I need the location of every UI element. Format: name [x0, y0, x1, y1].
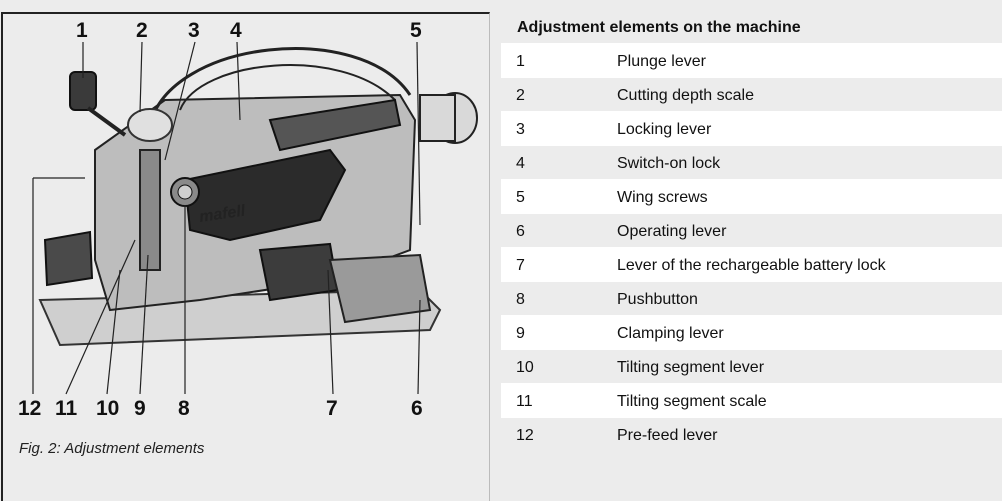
table-row: 11 Tilting segment scale — [501, 383, 1002, 417]
table-rows: 1 Plunge lever 2 Cutting depth scale 3 Lock… — [501, 43, 1002, 451]
figure-caption: Fig. 2: Adjustment elements — [19, 440, 205, 457]
row-label: Tilting segment scale — [617, 393, 767, 410]
callout-label: 11 — [55, 397, 78, 420]
callout-label: 7 — [326, 397, 338, 420]
table-row: 4 Switch-on lock — [501, 145, 1002, 179]
row-number: 2 — [516, 87, 525, 104]
table-header-text: Adjustment elements on the machine — [517, 19, 801, 36]
row-label: Switch-on lock — [617, 155, 721, 172]
table-row: 7 Lever of the rechargeable battery lock — [501, 247, 1002, 281]
table-row: 2 Cutting depth scale — [501, 77, 1002, 111]
row-number: 11 — [516, 393, 533, 410]
table-row: 3 Locking lever — [501, 111, 1002, 145]
row-label: Cutting depth scale — [617, 87, 754, 104]
table-row: 10 Tilting segment lever — [501, 349, 1002, 383]
callout-label: 12 — [18, 397, 42, 420]
legend-table: Adjustment elements on the machine 1 Plun… — [501, 0, 1002, 501]
row-label: Pushbutton — [617, 291, 698, 308]
row-label: Clamping lever — [617, 325, 724, 342]
table-row: 5 Wing screws — [501, 179, 1002, 213]
row-label: Operating lever — [617, 223, 727, 240]
row-label: Wing screws — [617, 189, 708, 206]
row-number: 3 — [516, 121, 525, 138]
callout-label: 9 — [134, 397, 146, 420]
saw-illustration: mafell — [32, 41, 478, 395]
table-header: Adjustment elements on the machine — [501, 12, 1002, 43]
callout-label: 10 — [96, 397, 120, 420]
row-label: Lever of the rechargeable battery lock — [617, 257, 886, 274]
callout-label: 6 — [411, 397, 423, 420]
callout-label: 3 — [188, 19, 200, 42]
row-number: 4 — [516, 155, 525, 172]
table-row: 6 Operating lever — [501, 213, 1002, 247]
callout-label: 5 — [410, 19, 422, 42]
row-number: 9 — [516, 325, 525, 342]
row-label: Plunge lever — [617, 53, 706, 70]
callout-label: 8 — [178, 397, 190, 420]
brand-mark: mafell — [198, 203, 247, 226]
table-row: 1 Plunge lever — [501, 43, 1002, 77]
row-label: Tilting segment lever — [617, 359, 765, 376]
callout-label: 1 — [76, 19, 88, 42]
callout-label: 2 — [136, 19, 148, 42]
row-number: 12 — [516, 427, 534, 444]
row-label: Locking lever — [617, 121, 712, 138]
callout-label: 4 — [230, 19, 242, 42]
row-number: 8 — [516, 291, 525, 308]
row-number: 1 — [516, 53, 525, 70]
table-row: 9 Clamping lever — [501, 315, 1002, 349]
row-number: 7 — [516, 257, 525, 274]
row-number: 10 — [516, 359, 534, 376]
row-label: Pre-feed lever — [617, 427, 718, 444]
row-number: 5 — [516, 189, 525, 206]
figure-frame — [1, 12, 490, 501]
table-row: 8 Pushbutton — [501, 281, 1002, 315]
table-row: 12 Pre-feed lever — [501, 417, 1002, 451]
row-number: 6 — [516, 223, 525, 240]
figure-panel: mafell 1 2 3 4 5 12 11 10 9 8 7 6 Fig. 2… — [0, 0, 501, 501]
